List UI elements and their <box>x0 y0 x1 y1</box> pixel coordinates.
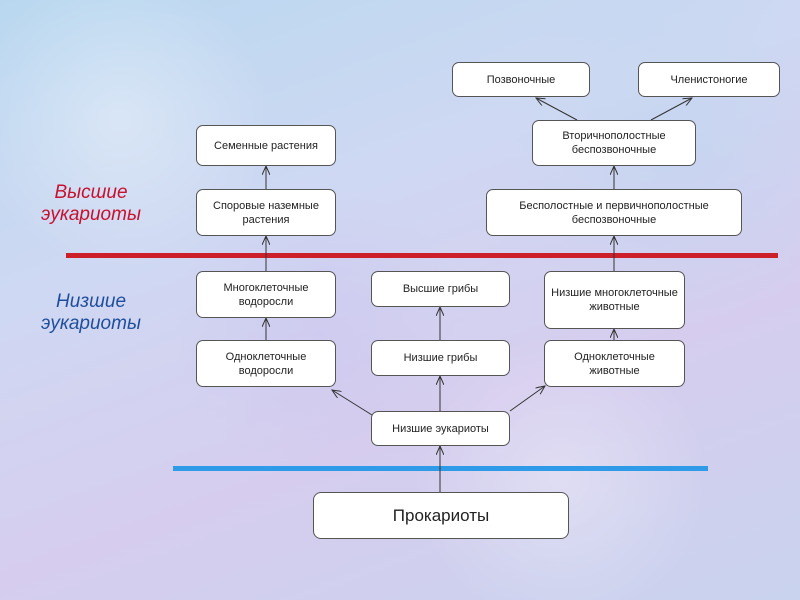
spore-plants-node: Споровые наземные растения <box>196 189 336 236</box>
arrow-lower-eukaryotes-to-unicellular-algae <box>332 390 373 416</box>
lower-fungi-node: Низшие грибы <box>371 340 510 376</box>
lower-eukaryotes-label: Низшие эукариоты <box>41 291 141 334</box>
higher-eukaryotes-divider <box>66 253 778 258</box>
acoelomate-node: Бесполостные и первичнополостные беспозв… <box>486 189 742 236</box>
arrow-secondary-cavity-to-vertebrates <box>536 98 578 121</box>
arrow-secondary-cavity-to-arthropods <box>650 98 692 121</box>
seed-plants-node: Семенные растения <box>196 125 336 166</box>
lower-eukaryotes-node: Низшие эукариоты <box>371 411 510 446</box>
lower-multicellular-animals-node: Низшие многоклеточные животные <box>544 271 685 329</box>
higher-fungi-node: Высшие грибы <box>371 271 510 307</box>
unicellular-animals-node: Одноклеточные животные <box>544 340 685 387</box>
vertebrates-node: Позвоночные <box>452 62 590 97</box>
prokaryotes-node: Прокариоты <box>313 492 569 539</box>
higher-eukaryotes-label: Высшие эукариоты <box>41 182 141 225</box>
secondary-cavity-node: Вторичнополостные беспозвоночные <box>532 120 696 166</box>
multicellular-algae-node: Многоклеточные водоросли <box>196 271 336 318</box>
arthropods-node: Членистоногие <box>638 62 780 97</box>
unicellular-algae-node: Одноклеточные водоросли <box>196 340 336 387</box>
arrow-lower-eukaryotes-to-unicellular-animals <box>509 386 545 412</box>
